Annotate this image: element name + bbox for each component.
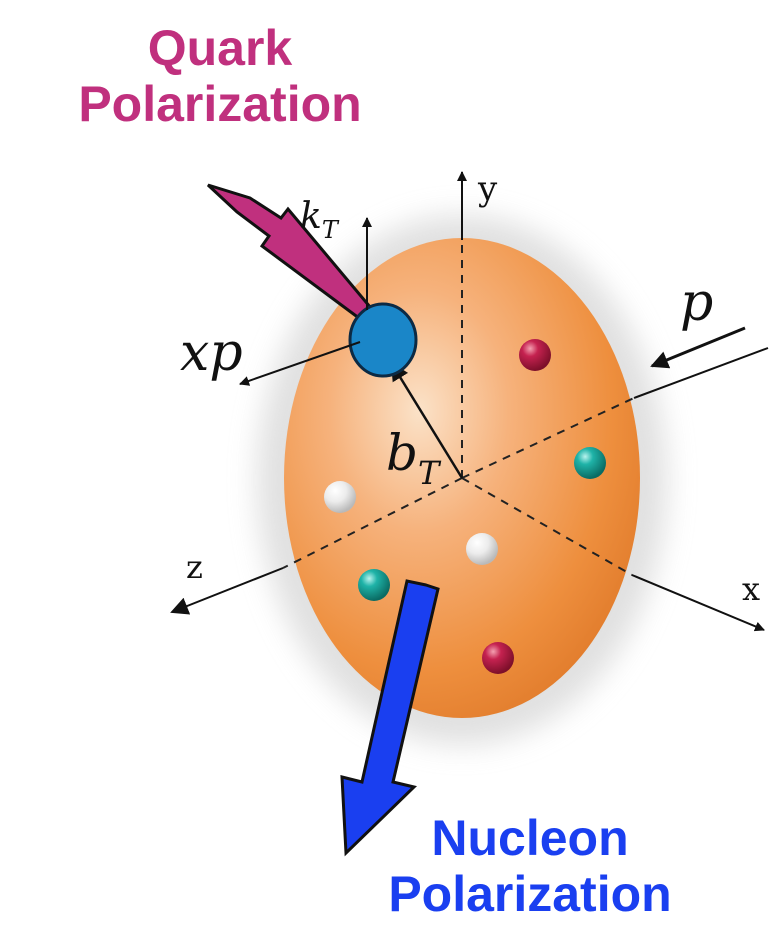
z-axis-arrow — [170, 567, 284, 615]
red-parton — [482, 642, 514, 674]
p-label: p — [680, 273, 713, 333]
quark-polarization-arrow — [206, 183, 383, 333]
nucleon-title-line1: Nucleon — [431, 810, 629, 866]
white-parton — [466, 533, 498, 565]
red-parton — [519, 339, 551, 371]
teal-parton — [358, 569, 390, 601]
x-axis-arrow — [631, 574, 765, 632]
quark-title-line1: Quark — [147, 20, 293, 76]
momentum-line — [633, 347, 769, 399]
nucleon-title-line2: Polarization — [388, 866, 672, 922]
nucleon-polarization-title: Nucleon Polarization — [350, 810, 710, 922]
quark-polarization-title: Quark Polarization — [40, 20, 400, 132]
bT-label: bT — [386, 424, 442, 492]
x-axis-label: x — [742, 570, 760, 608]
quark-title-line2: Polarization — [78, 76, 362, 132]
white-parton — [324, 481, 356, 513]
bT-vector — [390, 362, 464, 479]
quark — [348, 302, 418, 378]
momentum-arrow — [650, 326, 746, 369]
teal-parton — [574, 447, 606, 479]
nucleon-polarization-arrow — [340, 579, 440, 857]
dashed-axes — [282, 240, 635, 576]
z-axis-label: z — [186, 548, 203, 586]
xp-label: xp — [180, 323, 243, 383]
y-axis-label: y — [477, 169, 498, 209]
kT-label: kT — [300, 196, 340, 244]
xp-vector — [239, 341, 361, 386]
